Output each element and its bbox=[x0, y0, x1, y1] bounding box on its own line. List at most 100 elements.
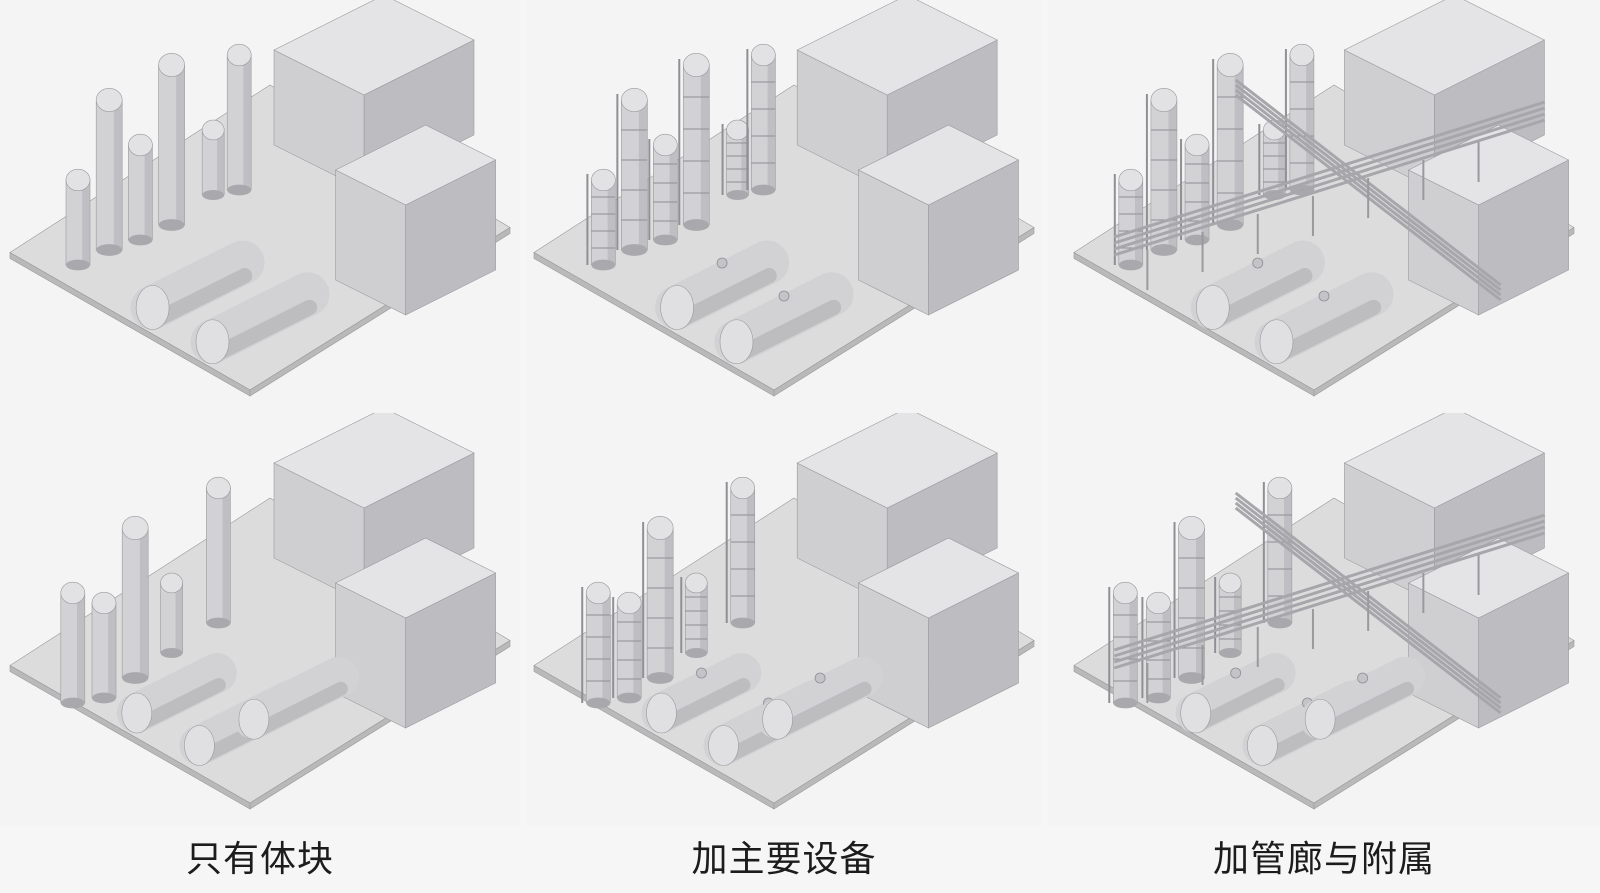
column-shade bbox=[700, 65, 710, 225]
warehouse-building-roof bbox=[796, 0, 998, 96]
column-shade bbox=[1201, 145, 1210, 240]
column-body bbox=[91, 602, 117, 699]
column-cap bbox=[730, 476, 756, 500]
pipe-rack-pipe bbox=[1113, 525, 1546, 664]
pipe-rack-pipe bbox=[1113, 531, 1546, 670]
tank-manhole bbox=[814, 672, 826, 684]
tank-end bbox=[1304, 698, 1336, 740]
column-body bbox=[128, 144, 153, 241]
tank-end bbox=[646, 692, 677, 734]
tank-manhole bbox=[1357, 672, 1369, 684]
column-body bbox=[206, 487, 231, 624]
pipe-rack-pipe bbox=[1113, 112, 1546, 251]
tank-body bbox=[1254, 272, 1394, 364]
column-shade bbox=[1129, 593, 1138, 703]
column-base bbox=[751, 184, 776, 196]
column-body bbox=[751, 54, 776, 191]
column-base bbox=[96, 244, 123, 256]
tank-shade bbox=[656, 678, 751, 732]
column-shade bbox=[77, 593, 85, 703]
tank-end bbox=[121, 692, 153, 734]
column-base bbox=[621, 244, 648, 256]
column-cap bbox=[95, 88, 123, 113]
column-shade bbox=[767, 55, 776, 190]
column-cap bbox=[1216, 52, 1244, 77]
tank-manhole bbox=[1318, 290, 1330, 302]
column-body bbox=[646, 527, 674, 679]
column-base bbox=[160, 648, 183, 658]
control-building-roof bbox=[857, 537, 1020, 619]
column-shade bbox=[113, 100, 123, 250]
control-building-roof bbox=[1407, 124, 1570, 206]
plant-scene bbox=[9, 413, 511, 810]
column-cap bbox=[1112, 581, 1138, 605]
column-base bbox=[726, 190, 749, 200]
column-cap bbox=[621, 88, 648, 113]
control-building-roof bbox=[334, 537, 497, 619]
tank-shade bbox=[206, 299, 318, 363]
column-cap bbox=[591, 168, 616, 192]
column-base bbox=[202, 190, 225, 200]
column-body bbox=[730, 487, 756, 624]
tank-manhole bbox=[716, 257, 728, 269]
column-body bbox=[591, 179, 616, 266]
column-base bbox=[653, 234, 678, 246]
panel-row1-stage1 bbox=[0, 0, 520, 413]
column-shade bbox=[1284, 488, 1292, 623]
column-cap bbox=[1218, 572, 1242, 594]
pipe-rack-pipe bbox=[1113, 106, 1546, 245]
column-shade bbox=[217, 130, 225, 195]
column-cap bbox=[682, 52, 710, 77]
column-cap bbox=[1184, 133, 1210, 157]
column-cap bbox=[201, 119, 225, 141]
tank-end bbox=[762, 698, 793, 740]
tank-end bbox=[719, 319, 754, 365]
tank-shade bbox=[146, 268, 253, 329]
tank-end bbox=[135, 285, 170, 330]
column-base bbox=[1113, 697, 1138, 709]
panel-row2-stage2 bbox=[526, 413, 1042, 826]
column-base bbox=[60, 697, 85, 709]
column-base bbox=[1150, 244, 1177, 256]
column-cap bbox=[65, 168, 91, 192]
column-cap bbox=[128, 133, 153, 157]
column-cap bbox=[585, 581, 611, 605]
column-body bbox=[95, 99, 123, 251]
tank-shade bbox=[772, 681, 872, 739]
column-body bbox=[65, 179, 91, 266]
column-body bbox=[621, 99, 648, 251]
column-shade bbox=[175, 583, 183, 653]
column-cap bbox=[1146, 591, 1171, 615]
tank-manhole bbox=[1252, 257, 1264, 269]
tank-end bbox=[1259, 319, 1294, 365]
column-cap bbox=[60, 581, 86, 605]
column-cap bbox=[684, 572, 708, 594]
isometric-plant-model-icon bbox=[9, 413, 511, 810]
column-cap bbox=[1289, 43, 1315, 67]
column-base bbox=[647, 672, 674, 684]
tank-shade bbox=[1270, 299, 1382, 363]
column-shade bbox=[243, 55, 252, 190]
column-shade bbox=[741, 130, 749, 195]
column-cap bbox=[206, 476, 231, 500]
tank-end bbox=[1195, 285, 1230, 330]
column-base bbox=[1267, 617, 1292, 629]
column-cap bbox=[158, 52, 185, 77]
column-shade bbox=[108, 603, 116, 698]
tank-shade bbox=[131, 678, 226, 732]
warehouse-building-roof bbox=[1343, 0, 1546, 96]
column-shade bbox=[1196, 528, 1205, 678]
plant-scene bbox=[1073, 413, 1575, 810]
column-cap bbox=[226, 43, 252, 67]
tank-shade bbox=[1190, 678, 1285, 732]
tank-end bbox=[238, 698, 270, 740]
control-building-roof bbox=[334, 124, 497, 206]
column-base bbox=[586, 697, 611, 709]
pipe-rack-pipe bbox=[1113, 100, 1546, 239]
column-shade bbox=[1306, 55, 1314, 190]
column-base bbox=[92, 692, 116, 704]
tank-body bbox=[190, 272, 330, 364]
column-cap bbox=[1267, 476, 1293, 500]
panel-row1-stage3 bbox=[1048, 0, 1600, 413]
column-base bbox=[1178, 672, 1205, 684]
